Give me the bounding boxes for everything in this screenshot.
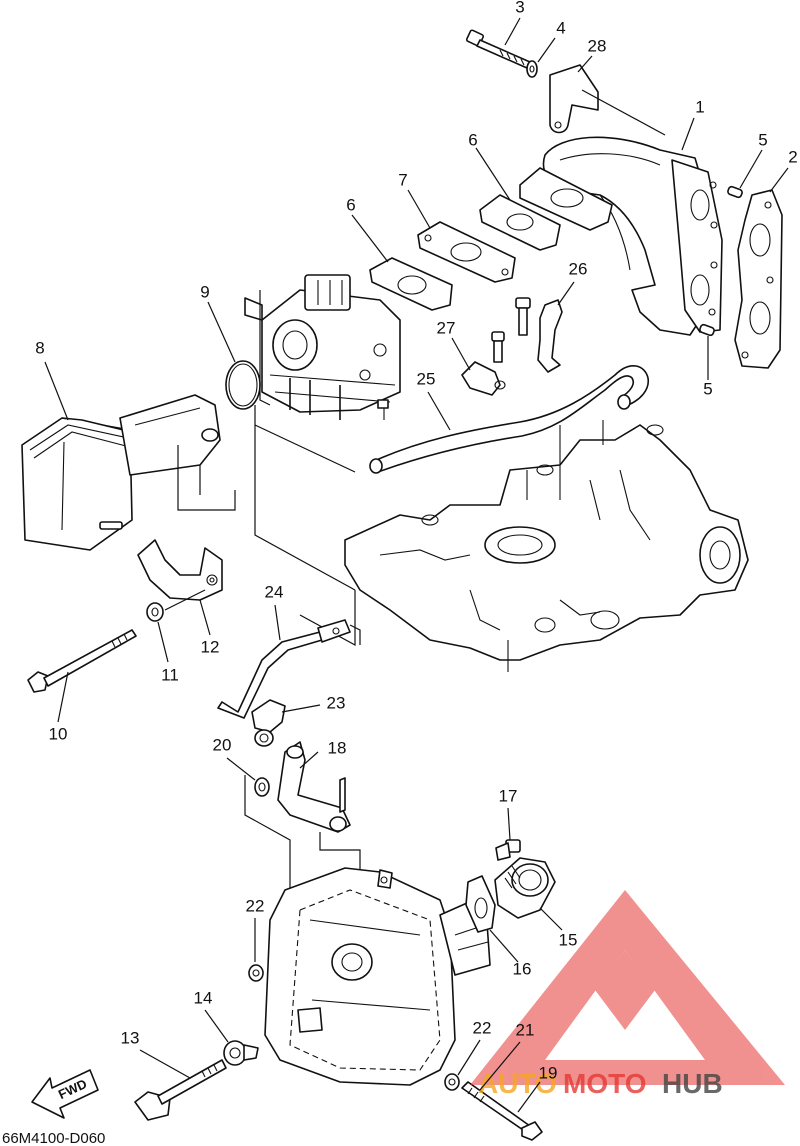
washer-22-upper [248, 964, 264, 982]
callout-28: 28 [588, 36, 607, 55]
callout-6-left: 6 [346, 195, 355, 214]
carburetor [244, 274, 401, 420]
watermark-hub: HUB [662, 1068, 723, 1099]
diagram-code: 66M4100-D060 [2, 1130, 105, 1146]
callout-9: 9 [200, 282, 209, 301]
callout-1: 1 [695, 97, 704, 116]
callout-22-lower: 22 [473, 1018, 492, 1037]
collar-11 [146, 589, 206, 622]
watermark-text: AUTO MOTO HUB [478, 1068, 723, 1099]
callout-27: 27 [437, 318, 456, 337]
washer-22-lower [444, 1073, 460, 1091]
callout-7: 7 [398, 170, 407, 189]
bracket-28 [549, 64, 666, 136]
gasket-6-left [369, 257, 453, 311]
callout-26: 26 [569, 259, 588, 278]
callout-19: 19 [539, 1063, 558, 1082]
callout-14: 14 [194, 988, 213, 1007]
callout-18: 18 [328, 738, 347, 757]
leader-lines [44, 17, 789, 1113]
callout-16: 16 [513, 959, 532, 978]
watermark-triangle [470, 890, 785, 1085]
clip-23 [251, 699, 286, 747]
callout-4: 4 [556, 18, 565, 37]
silencer-cover [264, 867, 491, 1086]
clamp-27 [461, 331, 506, 396]
dowel-pin-lower [699, 323, 715, 337]
o-ring-9 [225, 360, 261, 410]
watermark-moto: MOTO [563, 1068, 646, 1099]
cylinder-block [254, 405, 749, 672]
grommet-14 [223, 1040, 259, 1066]
washer-20 [244, 775, 291, 890]
callout-15: 15 [559, 930, 578, 949]
manifold-gasket [734, 189, 783, 369]
rod-24 [217, 619, 361, 719]
callout-8: 8 [35, 338, 44, 357]
intake-manifold [542, 136, 723, 336]
bracket-12 [137, 539, 223, 601]
watermark-logo [470, 890, 785, 1085]
callout-6-right: 6 [468, 130, 477, 149]
spacer-7 [417, 221, 516, 283]
fuel-hose-25 [369, 365, 650, 474]
callout-10: 10 [49, 724, 68, 743]
callout-3: 3 [515, 0, 524, 16]
callout-5-lower: 5 [703, 379, 712, 398]
callout-24: 24 [265, 582, 284, 601]
dowel-pin-upper [727, 185, 743, 199]
callout-11: 11 [161, 665, 179, 684]
clamp-26 [515, 297, 563, 373]
callout-17: 17 [499, 786, 518, 805]
callouts: 1 2 3 4 5 5 6 6 7 8 9 10 11 12 13 14 15 … [35, 0, 797, 1082]
fwd-arrow: FWD [31, 1069, 99, 1119]
callout-20: 20 [213, 735, 232, 754]
air-silencer-8 [21, 394, 236, 551]
gasket-16 [465, 875, 496, 933]
callout-23: 23 [327, 693, 346, 712]
watermark-auto: AUTO [478, 1068, 557, 1099]
joint-15 [494, 857, 556, 919]
callout-22-upper: 22 [246, 896, 265, 915]
bolt-3 [465, 29, 531, 69]
callout-25: 25 [417, 369, 436, 388]
bolt-10 [27, 629, 137, 693]
callout-12: 12 [201, 637, 220, 656]
callout-2: 2 [788, 147, 797, 166]
callout-13: 13 [121, 1028, 140, 1047]
callout-5-upper: 5 [758, 130, 767, 149]
callout-21: 21 [516, 1020, 535, 1039]
bolt-13 [134, 1059, 227, 1121]
bolt-17 [495, 839, 521, 861]
gasket-6-mid [479, 194, 561, 251]
gasket-6-right [519, 167, 613, 231]
throttle-link-18 [277, 741, 361, 880]
bolt-19 [461, 1081, 543, 1141]
washer-4 [526, 60, 538, 78]
